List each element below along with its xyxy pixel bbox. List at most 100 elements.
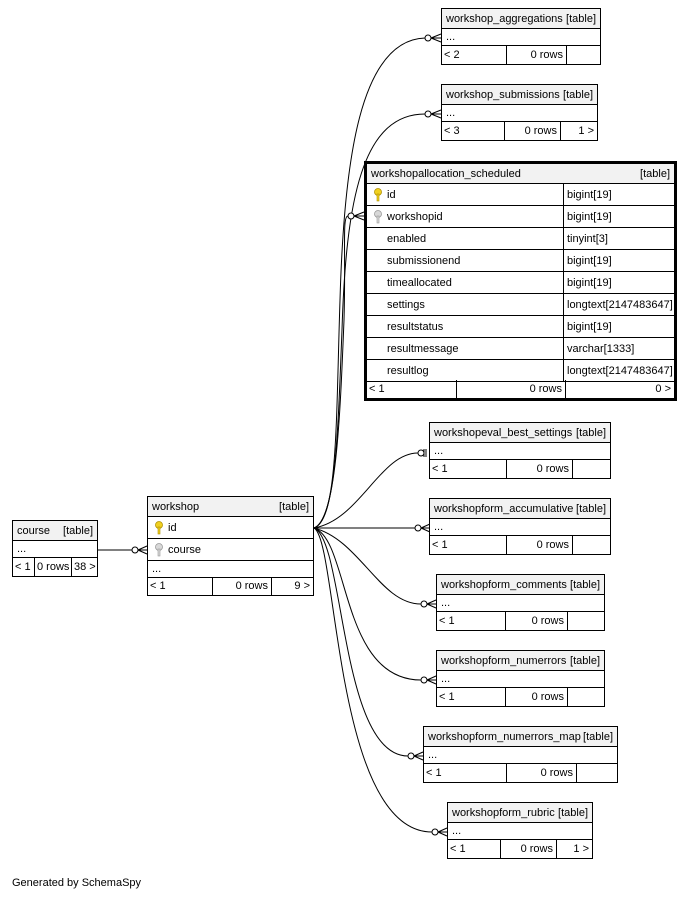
parents-count: < 1 bbox=[426, 767, 442, 779]
edge-workshop-rubric bbox=[313, 527, 433, 833]
table-type: [table] bbox=[583, 731, 613, 743]
column-type-cell: bigint[19] bbox=[563, 184, 674, 205]
column-submissionend: submissionend bigint[19] bbox=[367, 250, 674, 272]
column-type: bigint[19] bbox=[567, 189, 612, 201]
table-workshopform-accumulative[interactable]: workshopform_accumulative [table] ... < … bbox=[429, 498, 611, 555]
table-name: workshopform_comments bbox=[441, 579, 567, 591]
parents-count: < 1 bbox=[432, 463, 448, 475]
table-header: workshopallocation_scheduled [table] bbox=[367, 164, 674, 184]
table-workshopform-numerrors-map[interactable]: workshopform_numerrors_map [table] ... <… bbox=[423, 726, 618, 783]
table-footer: < 1 0 rows bbox=[437, 612, 604, 630]
foreign-key-icon bbox=[155, 543, 163, 557]
column-type-cell: bigint[19] bbox=[563, 272, 674, 293]
edge-workshop-comments bbox=[313, 527, 422, 605]
columns-collapsed: ... bbox=[148, 561, 313, 578]
column-course: course bbox=[148, 539, 313, 561]
column-name: id bbox=[168, 522, 177, 534]
table-type: [table] bbox=[279, 501, 309, 513]
column-settings: settings longtext[2147483647] bbox=[367, 294, 674, 316]
edge-workshop-numerrors-map bbox=[313, 527, 409, 757]
column-type: longtext[2147483647] bbox=[567, 365, 673, 377]
column-name: timeallocated bbox=[387, 277, 452, 289]
column-type: longtext[2147483647] bbox=[567, 299, 673, 311]
row-count: 0 rows bbox=[530, 49, 563, 61]
table-type: [table] bbox=[576, 503, 606, 515]
columns-collapsed: ... bbox=[442, 105, 597, 122]
column-id: id bbox=[148, 517, 313, 539]
columns-collapsed: ... bbox=[430, 443, 610, 460]
row-count: 0 rows bbox=[235, 580, 268, 592]
column-name: id bbox=[387, 189, 396, 201]
table-footer: < 1 0 rows bbox=[430, 536, 610, 554]
column-timeallocated: timeallocated bigint[19] bbox=[367, 272, 674, 294]
column-name: settings bbox=[387, 299, 425, 311]
parents-count: < 1 bbox=[439, 691, 455, 703]
table-type: [table] bbox=[63, 525, 93, 537]
table-workshop-aggregations[interactable]: workshop_aggregations [table] ... < 2 0 … bbox=[441, 8, 601, 65]
parents-count: < 1 bbox=[15, 561, 31, 573]
table-footer: < 1 0 rows 1 > bbox=[448, 840, 592, 858]
table-header: workshopform_rubric [table] bbox=[448, 803, 592, 823]
table-type: [table] bbox=[558, 807, 588, 819]
table-name: workshopallocation_scheduled bbox=[371, 168, 521, 180]
column-name: enabled bbox=[387, 233, 427, 245]
column-type: bigint[19] bbox=[567, 255, 612, 267]
table-workshop[interactable]: workshop [table] id course ... < 1 0 row… bbox=[147, 496, 314, 596]
column-name: submissionend bbox=[387, 255, 461, 267]
column-name: resultmessage bbox=[387, 343, 459, 355]
table-footer: < 2 0 rows bbox=[442, 46, 600, 64]
column-name: workshopid bbox=[387, 211, 443, 223]
columns-collapsed: ... bbox=[437, 671, 604, 688]
edge-workshop-numerrors bbox=[313, 527, 422, 681]
columns-collapsed: ... bbox=[430, 519, 610, 536]
column-type-cell: varchar[1333] bbox=[563, 338, 674, 359]
table-header: workshop [table] bbox=[148, 497, 313, 517]
table-workshopallocation-scheduled[interactable]: workshopallocation_scheduled [table] id b… bbox=[364, 161, 677, 401]
edge-course-workshop-circle bbox=[131, 546, 139, 554]
table-workshopeval-best-settings[interactable]: workshopeval_best_settings [table] ... <… bbox=[429, 422, 611, 479]
table-name: workshop_submissions bbox=[446, 89, 560, 101]
table-type: [table] bbox=[566, 13, 596, 25]
columns-collapsed: ... bbox=[437, 595, 604, 612]
table-header: workshop_aggregations [table] bbox=[442, 9, 600, 29]
primary-key-icon bbox=[155, 521, 163, 535]
table-workshopform-rubric[interactable]: workshopform_rubric [table] ... < 1 0 ro… bbox=[447, 802, 593, 859]
table-workshopform-numerrors[interactable]: workshopform_numerrors [table] ... < 1 0… bbox=[436, 650, 605, 707]
table-course[interactable]: course [table] ... < 1 0 rows 38 > bbox=[12, 520, 98, 577]
edge-course-workshop-crowfoot bbox=[137, 545, 148, 555]
table-name: course bbox=[17, 525, 51, 537]
row-count: 0 rows bbox=[536, 463, 569, 475]
column-type: bigint[19] bbox=[567, 321, 612, 333]
row-count: 0 rows bbox=[520, 843, 553, 855]
table-header: course [table] bbox=[13, 521, 97, 541]
table-workshopform-comments[interactable]: workshopform_comments [table] ... < 1 0 … bbox=[436, 574, 605, 631]
parents-count: < 1 bbox=[369, 383, 385, 395]
parents-count: < 3 bbox=[444, 125, 460, 137]
table-name: workshop_aggregations bbox=[446, 13, 563, 25]
parents-count: < 1 bbox=[150, 580, 166, 592]
children-count: 0 > bbox=[655, 383, 671, 395]
table-footer: < 1 0 rows 0 > bbox=[367, 380, 674, 398]
column-type-cell: bigint[19] bbox=[563, 250, 674, 271]
children-count: 1 > bbox=[578, 125, 594, 137]
columns-collapsed: ... bbox=[424, 747, 617, 764]
table-type: [table] bbox=[563, 89, 593, 101]
table-header: workshopform_numerrors_map [table] bbox=[424, 727, 617, 747]
column-type: bigint[19] bbox=[567, 277, 612, 289]
parents-count: < 1 bbox=[450, 843, 466, 855]
table-workshop-submissions[interactable]: workshop_submissions [table] ... < 3 0 r… bbox=[441, 84, 598, 141]
children-count: 1 > bbox=[573, 843, 589, 855]
row-count: 0 rows bbox=[540, 767, 573, 779]
row-count: 0 rows bbox=[37, 561, 70, 573]
table-footer: < 1 0 rows bbox=[437, 688, 604, 706]
table-name: workshopeval_best_settings bbox=[434, 427, 573, 439]
column-type-cell: bigint[19] bbox=[563, 316, 674, 337]
edge-workshop-allocation bbox=[313, 215, 349, 529]
table-header: workshopform_comments [table] bbox=[437, 575, 604, 595]
children-count: 38 > bbox=[74, 561, 96, 573]
column-type-cell: longtext[2147483647] bbox=[563, 360, 674, 381]
table-name: workshop bbox=[152, 501, 200, 513]
column-type-cell: tinyint[3] bbox=[563, 228, 674, 249]
